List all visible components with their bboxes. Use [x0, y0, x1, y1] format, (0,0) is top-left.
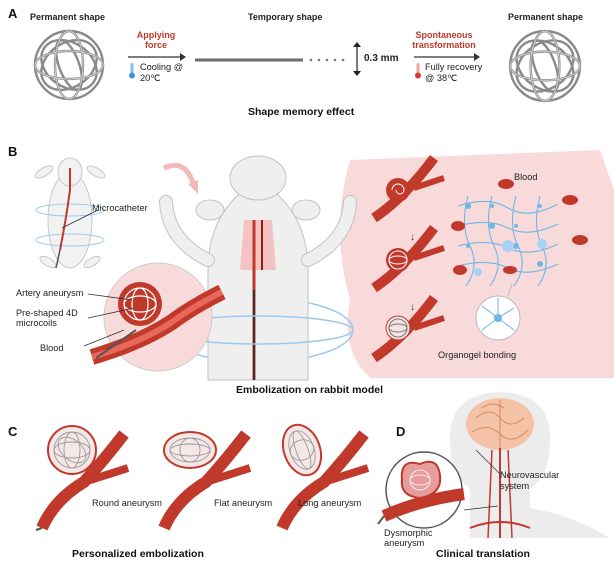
blood-label-right: Blood: [514, 172, 538, 182]
svg-text:↓: ↓: [410, 232, 415, 243]
svg-text:↓: ↓: [410, 302, 415, 313]
small-rabbit-illustration: [34, 157, 106, 269]
full-recovery-label: Fully recovery @ 38℃: [425, 62, 483, 83]
large-rabbit-illustration: [159, 155, 357, 381]
temporary-shape-line: [195, 58, 345, 62]
microcatheter-pointer: [61, 209, 99, 229]
panel-d-letter: D: [396, 424, 406, 439]
permanent-shape-right-title: Permanent shape: [508, 12, 584, 22]
panel-b-left-pointers: [83, 293, 135, 347]
clinical-translation-caption: Clinical translation: [436, 548, 530, 560]
round-aneurysm-label: Round aneurysm: [92, 498, 162, 508]
thickness-arrow-icon: [353, 42, 361, 76]
microcatheter-label: Microcatheter: [92, 203, 148, 213]
coil-sphere-left: [33, 29, 105, 101]
rotate-arrow-icon: [162, 162, 198, 194]
panel-a-letter: A: [8, 6, 18, 21]
aneurysm-magnifier: [89, 262, 226, 372]
thickness-label: 0.3 mm: [364, 53, 399, 64]
blood-vessel-background: [340, 150, 614, 378]
human-head-silhouette: [450, 392, 610, 539]
cooling-label: Cooling @ 20℃: [140, 62, 184, 83]
applying-force-label: Applying force: [136, 30, 176, 50]
round-aneurysm-vessel: [35, 425, 130, 531]
force-arrow: [128, 53, 186, 61]
dysmorphic-aneurysm-label: Dysmorphic aneurysm: [384, 528, 433, 548]
neurovascular-label: Neurovascular system: [500, 470, 560, 491]
shape-memory-caption: Shape memory effect: [248, 106, 355, 118]
recovery-arrow: [414, 53, 480, 61]
organogel-bonding-label: Organogel bonding: [438, 350, 517, 360]
microcoils-label: Pre-shaped 4D microcoils: [16, 308, 78, 328]
dysmorphic-aneurysm-magnifier: [377, 451, 499, 529]
artery-aneurysm-label: Artery aneurysm: [16, 288, 84, 298]
flat-aneurysm-vessel: [158, 430, 252, 531]
red-blood-cells: [451, 179, 588, 275]
snowflake-thermometer-icon: [129, 63, 135, 79]
personalized-embolization-caption: Personalized embolization: [72, 548, 204, 560]
permanent-shape-left-title: Permanent shape: [30, 12, 106, 22]
flat-aneurysm-label: Flat aneurysm: [214, 498, 273, 508]
panel-b-letter: B: [8, 144, 18, 159]
thermometer-hot-icon: [415, 63, 421, 79]
neurovascular-pointer: [475, 449, 501, 475]
temporary-shape-title: Temporary shape: [248, 12, 323, 22]
long-aneurysm-vessel: [276, 423, 370, 531]
blood-label-left: Blood: [40, 343, 64, 353]
panel-c-letter: C: [8, 424, 18, 439]
long-aneurysm-label: Long aneurysm: [298, 498, 362, 508]
coil-deployment-sequence: ↓ ↓: [371, 154, 445, 363]
coil-sphere-right: [508, 29, 582, 103]
organogel-magnifier: [475, 283, 521, 341]
spontaneous-transformation-label: Spontaneous transformation: [412, 30, 476, 50]
embolization-rabbit-caption: Embolization on rabbit model: [236, 384, 383, 396]
